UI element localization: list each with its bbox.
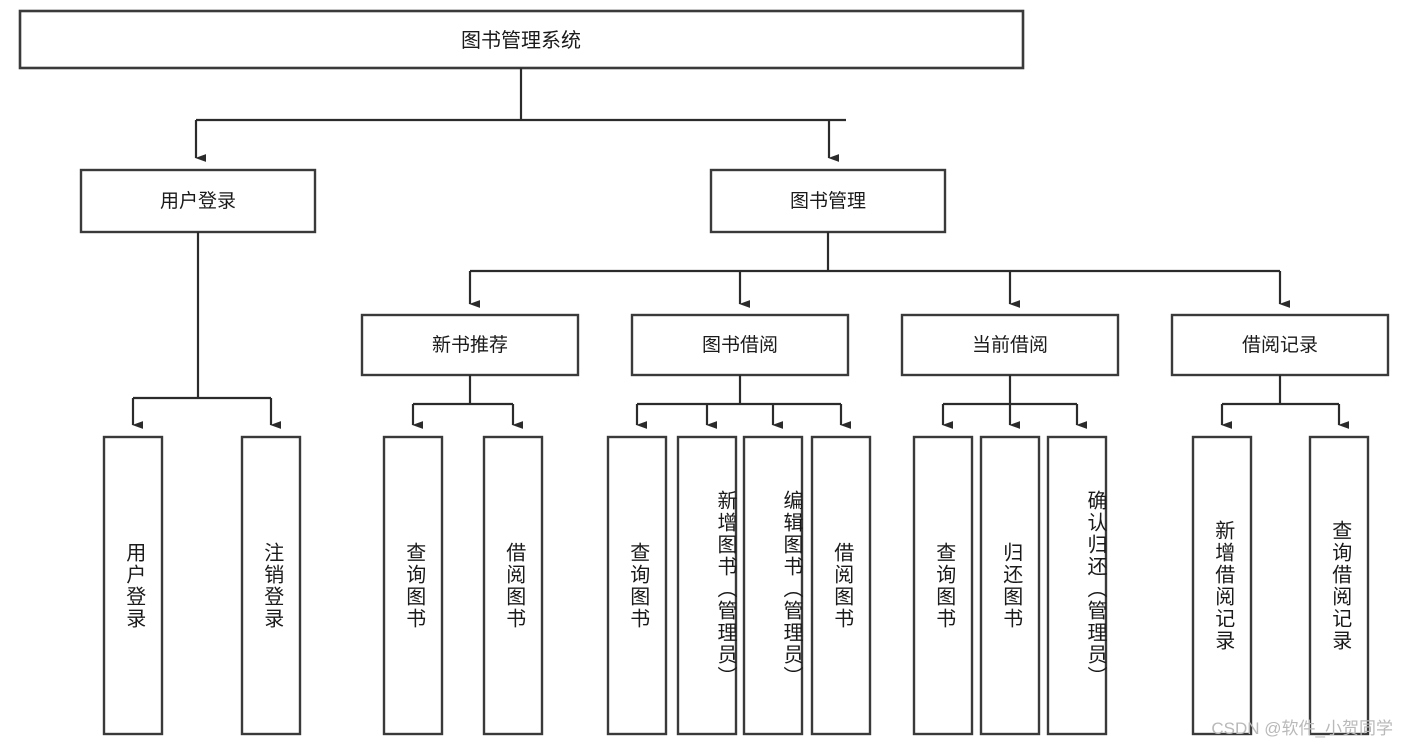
leaf-box-return-book[interactable] (979, 435, 1041, 736)
leaf-box-query-book-3[interactable] (912, 435, 974, 736)
connector-book-management-to-level3 (468, 232, 1291, 308)
connector-new-book-recommend-to-leaves (411, 375, 524, 429)
leaf-box-query-book-2[interactable] (606, 435, 668, 736)
leaf-box-query-record[interactable] (1308, 435, 1370, 736)
node-book-management-system[interactable]: 图书管理系统 (18, 9, 1025, 70)
connector-book-borrow-to-leaves (635, 375, 852, 429)
book-management-label: 图书管理 (790, 190, 866, 212)
leaf-box-borrow-book-2[interactable] (810, 435, 872, 736)
borrow-record-label: 借阅记录 (1242, 334, 1318, 356)
leaf-box-query-book-1[interactable] (382, 435, 444, 736)
leaf-box-user-login[interactable] (102, 435, 164, 736)
user-login-box (79, 168, 317, 234)
root-node-label: 图书管理系统 (461, 29, 581, 52)
leaf-box-logout-login[interactable] (240, 435, 302, 736)
current-borrow-box (900, 313, 1120, 377)
book-borrow-label: 图书借阅 (702, 334, 778, 356)
connector-root-to-level2 (194, 68, 846, 162)
leaf-box-confirm-return[interactable] (1046, 435, 1108, 736)
new-book-recommend-label: 新书推荐 (432, 334, 508, 356)
leaf-box-add-book[interactable] (676, 435, 738, 736)
leaf-box-edit-book[interactable] (742, 435, 804, 736)
leaf-box-borrow-book-1[interactable] (482, 435, 544, 736)
connector-borrow-record-to-leaves (1220, 375, 1350, 429)
node-book-borrow[interactable]: 图书借阅 (630, 313, 850, 377)
new-book-recommend-box (360, 313, 580, 377)
node-book-management[interactable]: 图书管理 (709, 168, 947, 234)
csdn-watermark: CSDN @软件_小贺同学 (1211, 719, 1393, 738)
user-login-label: 用户登录 (160, 190, 236, 212)
node-user-login[interactable]: 用户登录 (79, 168, 317, 234)
node-current-borrow[interactable]: 当前借阅 (900, 313, 1120, 377)
connector-current-borrow-to-leaves (941, 375, 1088, 429)
connector-user-login-to-leaves (131, 232, 282, 429)
node-new-book-recommend[interactable]: 新书推荐 (360, 313, 580, 377)
current-borrow-label: 当前借阅 (972, 334, 1048, 356)
root-node-box (18, 9, 1025, 70)
leaf-box-add-record[interactable] (1191, 435, 1253, 736)
node-borrow-record[interactable]: 借阅记录 (1170, 313, 1390, 377)
